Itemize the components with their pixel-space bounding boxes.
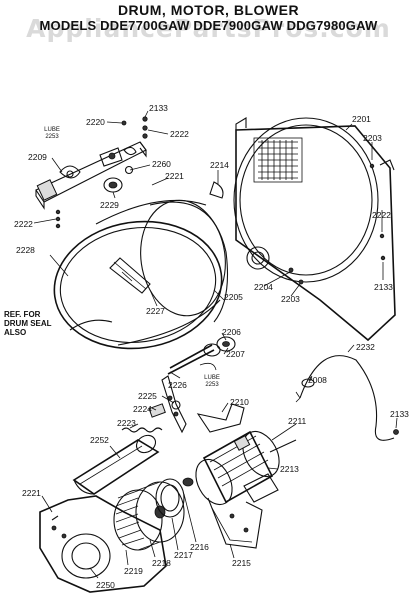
screws-top-left — [121, 116, 148, 139]
exhaust-duct — [72, 434, 160, 495]
callout-2201: 2201 — [352, 114, 371, 124]
callout-2204: 2204 — [254, 282, 273, 292]
diagram-models: MODELS DDE7700GAW DDE7900GAW DDG7980GAW — [39, 18, 378, 33]
idler-spring-parts — [121, 400, 245, 433]
callout-2215: 2215 — [232, 558, 251, 568]
leader-lines — [33, 110, 398, 579]
callout-2207: 2207 — [226, 349, 245, 359]
ref-note-line3: ALSO — [4, 328, 26, 337]
drive-belt — [295, 355, 399, 441]
diagram-title: DRUM, MOTOR, BLOWER — [117, 2, 300, 18]
callout-2203-b: 2203 — [281, 294, 300, 304]
callout-2227: 2227 — [146, 306, 165, 316]
callout-2203-a: 2203 — [363, 133, 382, 143]
notes: LUBE 2253 LUBE 2253 REF. FOR DRUM SEAL A… — [4, 127, 220, 388]
callout-labels: 2220 2133 2222 2209 2260 2221 2229 2222 … — [14, 103, 409, 590]
callout-2210: 2210 — [230, 397, 249, 407]
callout-2228: 2228 — [16, 245, 35, 255]
callout-2214: 2214 — [210, 160, 229, 170]
lube-note-top-line1: LUBE — [44, 127, 60, 133]
callout-2206: 2206 — [222, 327, 241, 337]
callout-2221-a: 2221 — [165, 171, 184, 181]
callout-2225: 2225 — [138, 391, 157, 401]
ref-note-line2: DRUM SEAL — [4, 319, 52, 328]
callout-2223: 2223 — [117, 418, 136, 428]
callout-2219: 2219 — [124, 566, 143, 576]
callout-2218: 2218 — [152, 558, 171, 568]
lube-note-mid-line1: LUBE — [204, 375, 220, 381]
callout-2226: 2226 — [168, 380, 187, 390]
callout-2221-b: 2221 — [22, 488, 41, 498]
drum — [53, 199, 229, 350]
callout-2133-b: 2133 — [374, 282, 393, 292]
callout-2222-b: 2222 — [14, 219, 33, 229]
callout-2222-a: 2222 — [170, 129, 189, 139]
callout-2220: 2220 — [86, 117, 105, 127]
lube-note-mid-line2: 2253 — [205, 382, 219, 388]
callout-2008: 2008 — [308, 375, 327, 385]
callout-2229: 2229 — [100, 200, 119, 210]
drive-motor — [195, 430, 297, 549]
callout-2216: 2216 — [190, 542, 209, 552]
callout-2133-a: 2133 — [149, 103, 168, 113]
watermark: AppliancePartsPros.com — [26, 14, 391, 43]
idler-bracket-assembly — [35, 141, 147, 229]
callout-2252: 2252 — [90, 435, 109, 445]
callout-2211: 2211 — [288, 416, 307, 426]
lube-note-top-line2: 2253 — [45, 134, 59, 140]
idler-pulley — [103, 165, 134, 193]
blower-assembly — [39, 477, 194, 593]
callout-2260: 2260 — [152, 159, 171, 169]
callout-2205: 2205 — [224, 292, 243, 302]
blower-wheel — [113, 481, 185, 551]
callout-2209: 2209 — [28, 152, 47, 162]
callout-2222-c: 2222 — [372, 210, 391, 220]
rear-panel — [209, 117, 396, 342]
ref-note-line1: REF. FOR — [4, 310, 41, 319]
callout-2224: 2224 — [133, 404, 152, 414]
callout-2217: 2217 — [174, 550, 193, 560]
lint-screen-grille — [258, 140, 298, 180]
callout-2250: 2250 — [96, 580, 115, 590]
callout-2133-c: 2133 — [390, 409, 409, 419]
callout-2232: 2232 — [356, 342, 375, 352]
callout-2213: 2213 — [280, 464, 299, 474]
